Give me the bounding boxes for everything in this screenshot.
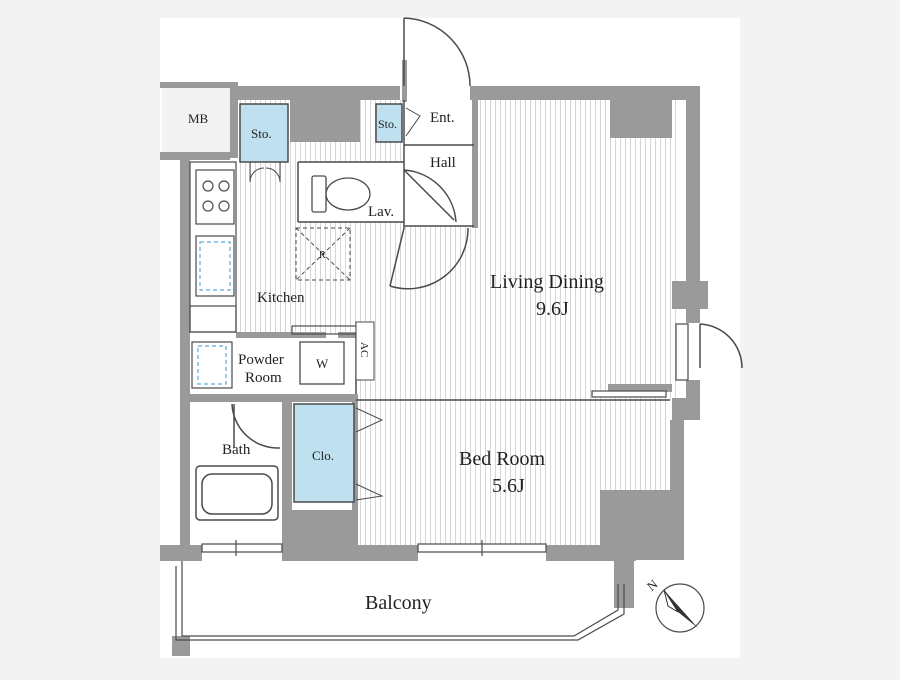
wall: [236, 332, 326, 338]
wall: [282, 394, 356, 402]
doors: [231, 17, 743, 501]
wall: [282, 394, 292, 545]
wall: [282, 545, 418, 561]
wall: [180, 158, 190, 548]
windows: [201, 323, 689, 556]
label-lavatory: Lav.: [368, 204, 394, 220]
closet: [293, 403, 355, 503]
label-kitchen: Kitchen: [257, 290, 305, 306]
walls: [160, 60, 708, 656]
wall: [230, 82, 238, 158]
kitchen-fixtures: [189, 161, 237, 333]
kitchen-sink-icon: [195, 235, 235, 297]
wall-block: [290, 510, 354, 545]
wall: [160, 152, 230, 160]
label-bath: Bath: [222, 442, 251, 458]
label-closet: Clo.: [312, 448, 334, 463]
lav-door-leaf: [403, 169, 455, 221]
storage-areas: [239, 103, 403, 503]
label-refrigerator: R: [319, 250, 326, 261]
partitions: [297, 100, 670, 401]
refrigerator-space: [295, 227, 351, 281]
entrance-door-swing: [403, 17, 471, 87]
label-balcony: Balcony: [365, 592, 432, 614]
wall: [672, 398, 700, 420]
wall: [686, 309, 700, 323]
label-entrance: Ent.: [430, 110, 455, 126]
bath-door-swing: [231, 403, 281, 449]
label-bed-size: 5.6J: [492, 475, 525, 497]
label-mb: MB: [188, 111, 209, 126]
label-washer: W: [316, 356, 329, 371]
wall-block: [610, 100, 672, 138]
toilet-icon: [311, 175, 371, 213]
label-hall: Hall: [430, 155, 456, 171]
wall: [230, 86, 400, 100]
washbasin-icon: [191, 341, 233, 389]
meter-box: [162, 88, 230, 152]
wall-block: [290, 100, 360, 142]
wall: [608, 384, 672, 392]
label-storage-entrance: Sto.: [378, 117, 397, 131]
wall: [546, 545, 636, 561]
washer-space: [299, 341, 345, 385]
storage-kitchen: [239, 103, 289, 163]
wall: [472, 100, 478, 228]
label-living-dining: Living Dining: [490, 271, 604, 293]
wall: [686, 86, 700, 281]
wall: [172, 636, 190, 656]
label-aircon: AC: [358, 342, 370, 357]
wall: [160, 545, 202, 561]
label-powder-room-1: Powder: [238, 352, 284, 368]
wall: [470, 86, 700, 100]
wall: [352, 394, 358, 545]
label-living-size: 9.6J: [536, 298, 569, 320]
bathtub-icon: [195, 465, 279, 521]
label-powder-room-2: Room: [245, 370, 282, 386]
wall: [338, 332, 356, 338]
wall: [160, 82, 230, 88]
label-bed-room: Bed Room: [459, 448, 546, 470]
label-storage-kitchen: Sto.: [251, 126, 272, 141]
wall: [188, 394, 282, 402]
aircon-unit: [355, 321, 375, 381]
gas-stove-icon: [195, 169, 235, 225]
balcony-rail: [175, 561, 625, 641]
wall: [672, 281, 708, 309]
room-labels: MB Sto. Sto. Ent. Hall Lav. R Kitchen Li…: [188, 110, 604, 614]
storage-entrance: [375, 103, 403, 143]
